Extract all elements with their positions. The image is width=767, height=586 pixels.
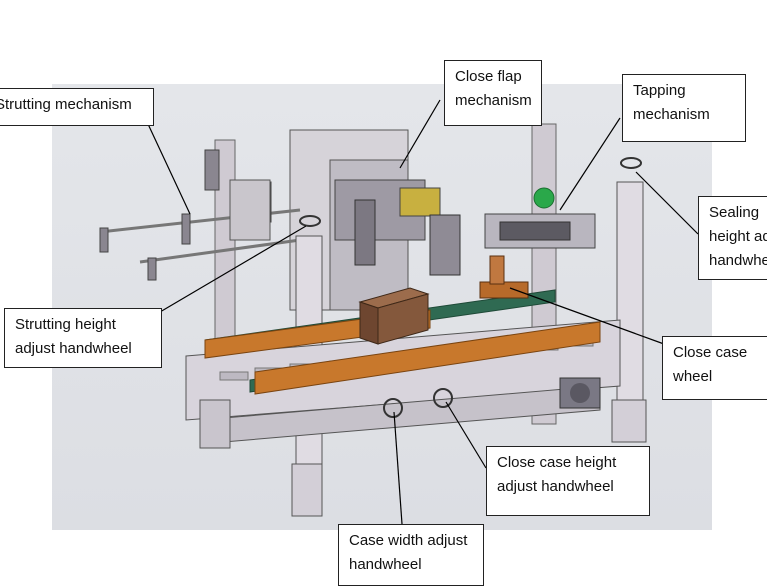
callout-text: mechanism — [455, 92, 532, 109]
callout-strutting-height-adjust-handwheel: Strutting height adjust handwheel — [4, 308, 162, 368]
callout-text: Strutting height — [15, 316, 116, 333]
callout-close-case-height-adjust-handwheel: Close case height adjust handwheel — [486, 446, 650, 516]
callout-text: Case width adjust — [349, 532, 468, 549]
callout-strutting-mechanism: Strutting mechanism — [0, 88, 154, 126]
callout-tapping-mechanism: Tapping mechanism — [622, 74, 746, 142]
callout-text: mechanism — [633, 106, 710, 123]
callout-close-flap-mechanism: Close flap mechanism — [444, 60, 542, 126]
callout-text: Close case — [673, 344, 748, 361]
callout-text: Close case height — [497, 454, 617, 471]
callout-text: height adjust — [709, 228, 767, 245]
callout-case-width-adjust-handwheel: Case width adjust handwheel — [338, 524, 484, 586]
callout-text: handwheel — [349, 556, 422, 573]
callout-text: Strutting mechanism — [0, 96, 132, 113]
callout-text: adjust handwheel — [15, 340, 132, 357]
callout-text: Sealing — [709, 204, 760, 221]
callout-close-case-wheel: Close case wheel — [662, 336, 767, 400]
callout-text: Close flap — [455, 68, 522, 85]
callout-text: adjust handwheel — [497, 478, 614, 495]
callout-text: handwheel — [709, 252, 767, 269]
callout-text: wheel — [673, 368, 713, 385]
callout-sealing-height-adjust-handwheel: Sealing height adjust handwheel — [698, 196, 767, 280]
callout-text: Tapping — [633, 82, 686, 99]
